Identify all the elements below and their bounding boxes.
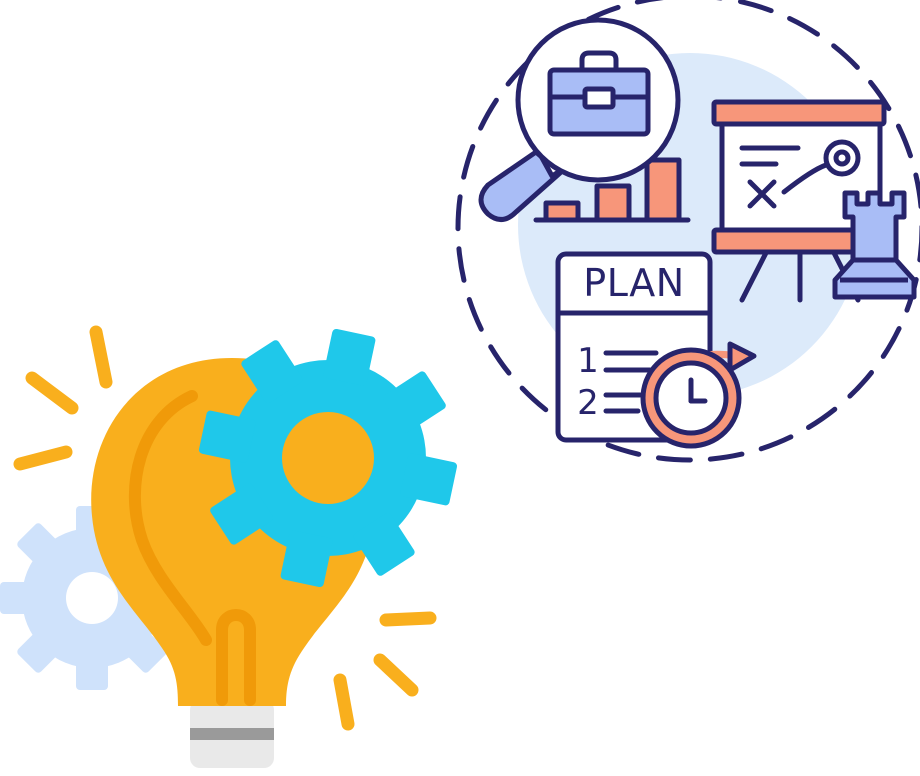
magnifier-icon	[478, 17, 681, 222]
chess-rook-icon	[832, 190, 917, 300]
bulb-base	[190, 700, 274, 768]
plan-heading: PLAN	[583, 261, 684, 305]
planning-illustration: PLAN 1 2	[455, 0, 920, 463]
clock-icon	[640, 347, 746, 449]
plan-item-number-1: 1	[577, 341, 599, 381]
plan-item-number-2: 2	[577, 383, 599, 423]
strategy-board-icon	[711, 99, 887, 303]
gear-icon	[198, 328, 458, 588]
dashed-ring	[455, 0, 920, 463]
light-rays-icon	[13, 325, 437, 731]
idea-illustration	[0, 325, 458, 768]
bar-chart-icon	[533, 157, 691, 223]
briefcase-icon	[547, 50, 651, 137]
forward-arrow-icon	[727, 341, 757, 373]
